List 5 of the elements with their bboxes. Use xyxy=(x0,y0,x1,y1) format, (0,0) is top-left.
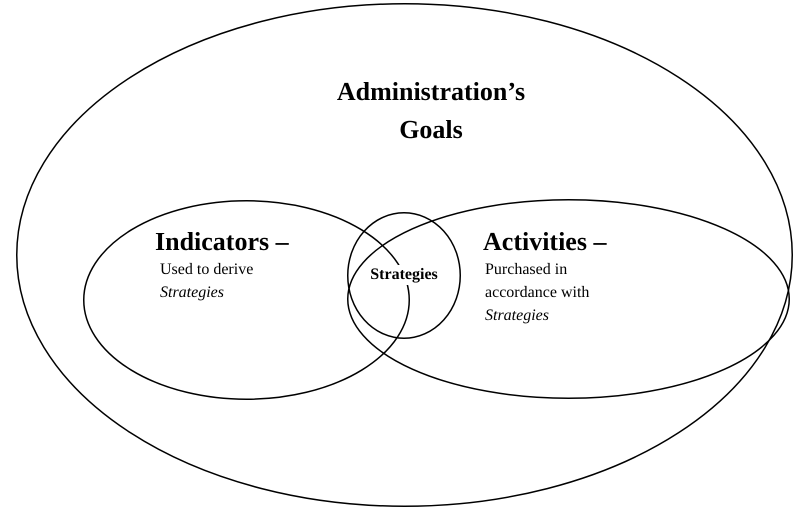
description: Used to derive Strategies xyxy=(160,260,254,303)
heading: Indicators – xyxy=(155,227,290,257)
heading: Administration’s Goals xyxy=(336,76,526,146)
description: Purchased in accordance with Strategies xyxy=(485,260,590,326)
heading: Activities – xyxy=(483,227,608,257)
